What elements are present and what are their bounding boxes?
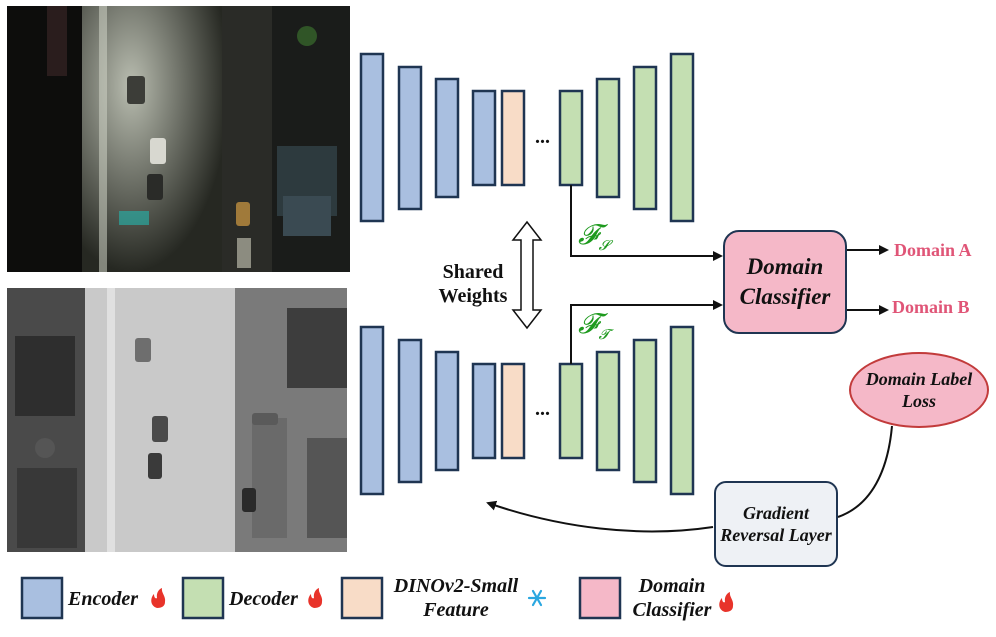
legend-encoder-label: Encoder	[68, 588, 138, 610]
domain-classifier-box: Domain Classifier	[723, 230, 847, 334]
thermal-image	[7, 288, 347, 552]
source-feature-label: 𝓕𝓢	[578, 218, 610, 254]
dino-feature-block	[500, 362, 526, 460]
decoder-block	[558, 362, 584, 460]
domain-b-label: Domain B	[892, 297, 970, 317]
decoder-block	[558, 89, 584, 187]
decoder-block	[632, 338, 658, 484]
domain-classifier-label: Domain Classifier	[739, 254, 831, 309]
encoder-block	[434, 77, 460, 199]
legend-dino-label: DINOv2-Small Feature	[393, 575, 519, 621]
decoder-block	[632, 65, 658, 211]
legend-classifier-label: Domain Classifier	[632, 575, 712, 621]
source-feature-arrow	[570, 185, 723, 261]
feature-symbol: 𝓕	[578, 218, 599, 251]
encoder-block	[471, 362, 497, 460]
legend-decoder-label: Decoder	[229, 588, 298, 610]
encoder-block	[397, 65, 423, 211]
fire-icon	[151, 588, 166, 608]
decoder-block	[595, 77, 621, 199]
domain-a-label: Domain A	[894, 240, 972, 260]
encoder-block	[434, 350, 460, 472]
encoder-block	[359, 325, 385, 496]
shared-weights-label: Shared Weights	[438, 261, 508, 307]
legend-dino-swatch	[340, 576, 384, 620]
encoder-block	[397, 338, 423, 484]
dino-feature-block	[500, 89, 526, 187]
gradient-reversal-layer-box: Gradient Reversal Layer	[714, 481, 838, 567]
domain-label-loss-label: Domain Label Loss	[865, 369, 973, 411]
ellipsis-top: ...	[535, 126, 550, 148]
decoder-block	[669, 325, 695, 496]
snowflake-icon	[527, 589, 547, 607]
rgb-night-image	[7, 6, 350, 272]
ellipsis-bottom: ...	[535, 398, 550, 420]
shared-weights-arrow	[511, 220, 543, 330]
encoder-block	[471, 89, 497, 187]
gradient-reversal-layer-label: Gradient Reversal Layer	[720, 503, 832, 545]
legend-encoder-swatch	[20, 576, 64, 620]
feature-subscript: 𝓢	[598, 238, 610, 254]
fire-icon	[719, 592, 734, 612]
legend-decoder-swatch	[181, 576, 225, 620]
feature-symbol: 𝓕	[578, 307, 599, 340]
fire-icon	[308, 588, 323, 608]
encoder-block	[359, 52, 385, 223]
feature-subscript: 𝓣	[598, 327, 610, 343]
source-network	[359, 52, 695, 223]
decoder-block	[669, 52, 695, 223]
target-network	[359, 325, 695, 496]
target-feature-arrow	[570, 300, 723, 364]
target-feature-label: 𝓕𝓣	[578, 307, 609, 343]
domain-label-loss-node: Domain Label Loss	[849, 352, 989, 428]
loss-to-grl-curve	[837, 425, 893, 518]
legend-classifier-swatch	[578, 576, 622, 620]
decoder-block	[595, 350, 621, 472]
grl-backprop-arrow	[486, 500, 714, 533]
